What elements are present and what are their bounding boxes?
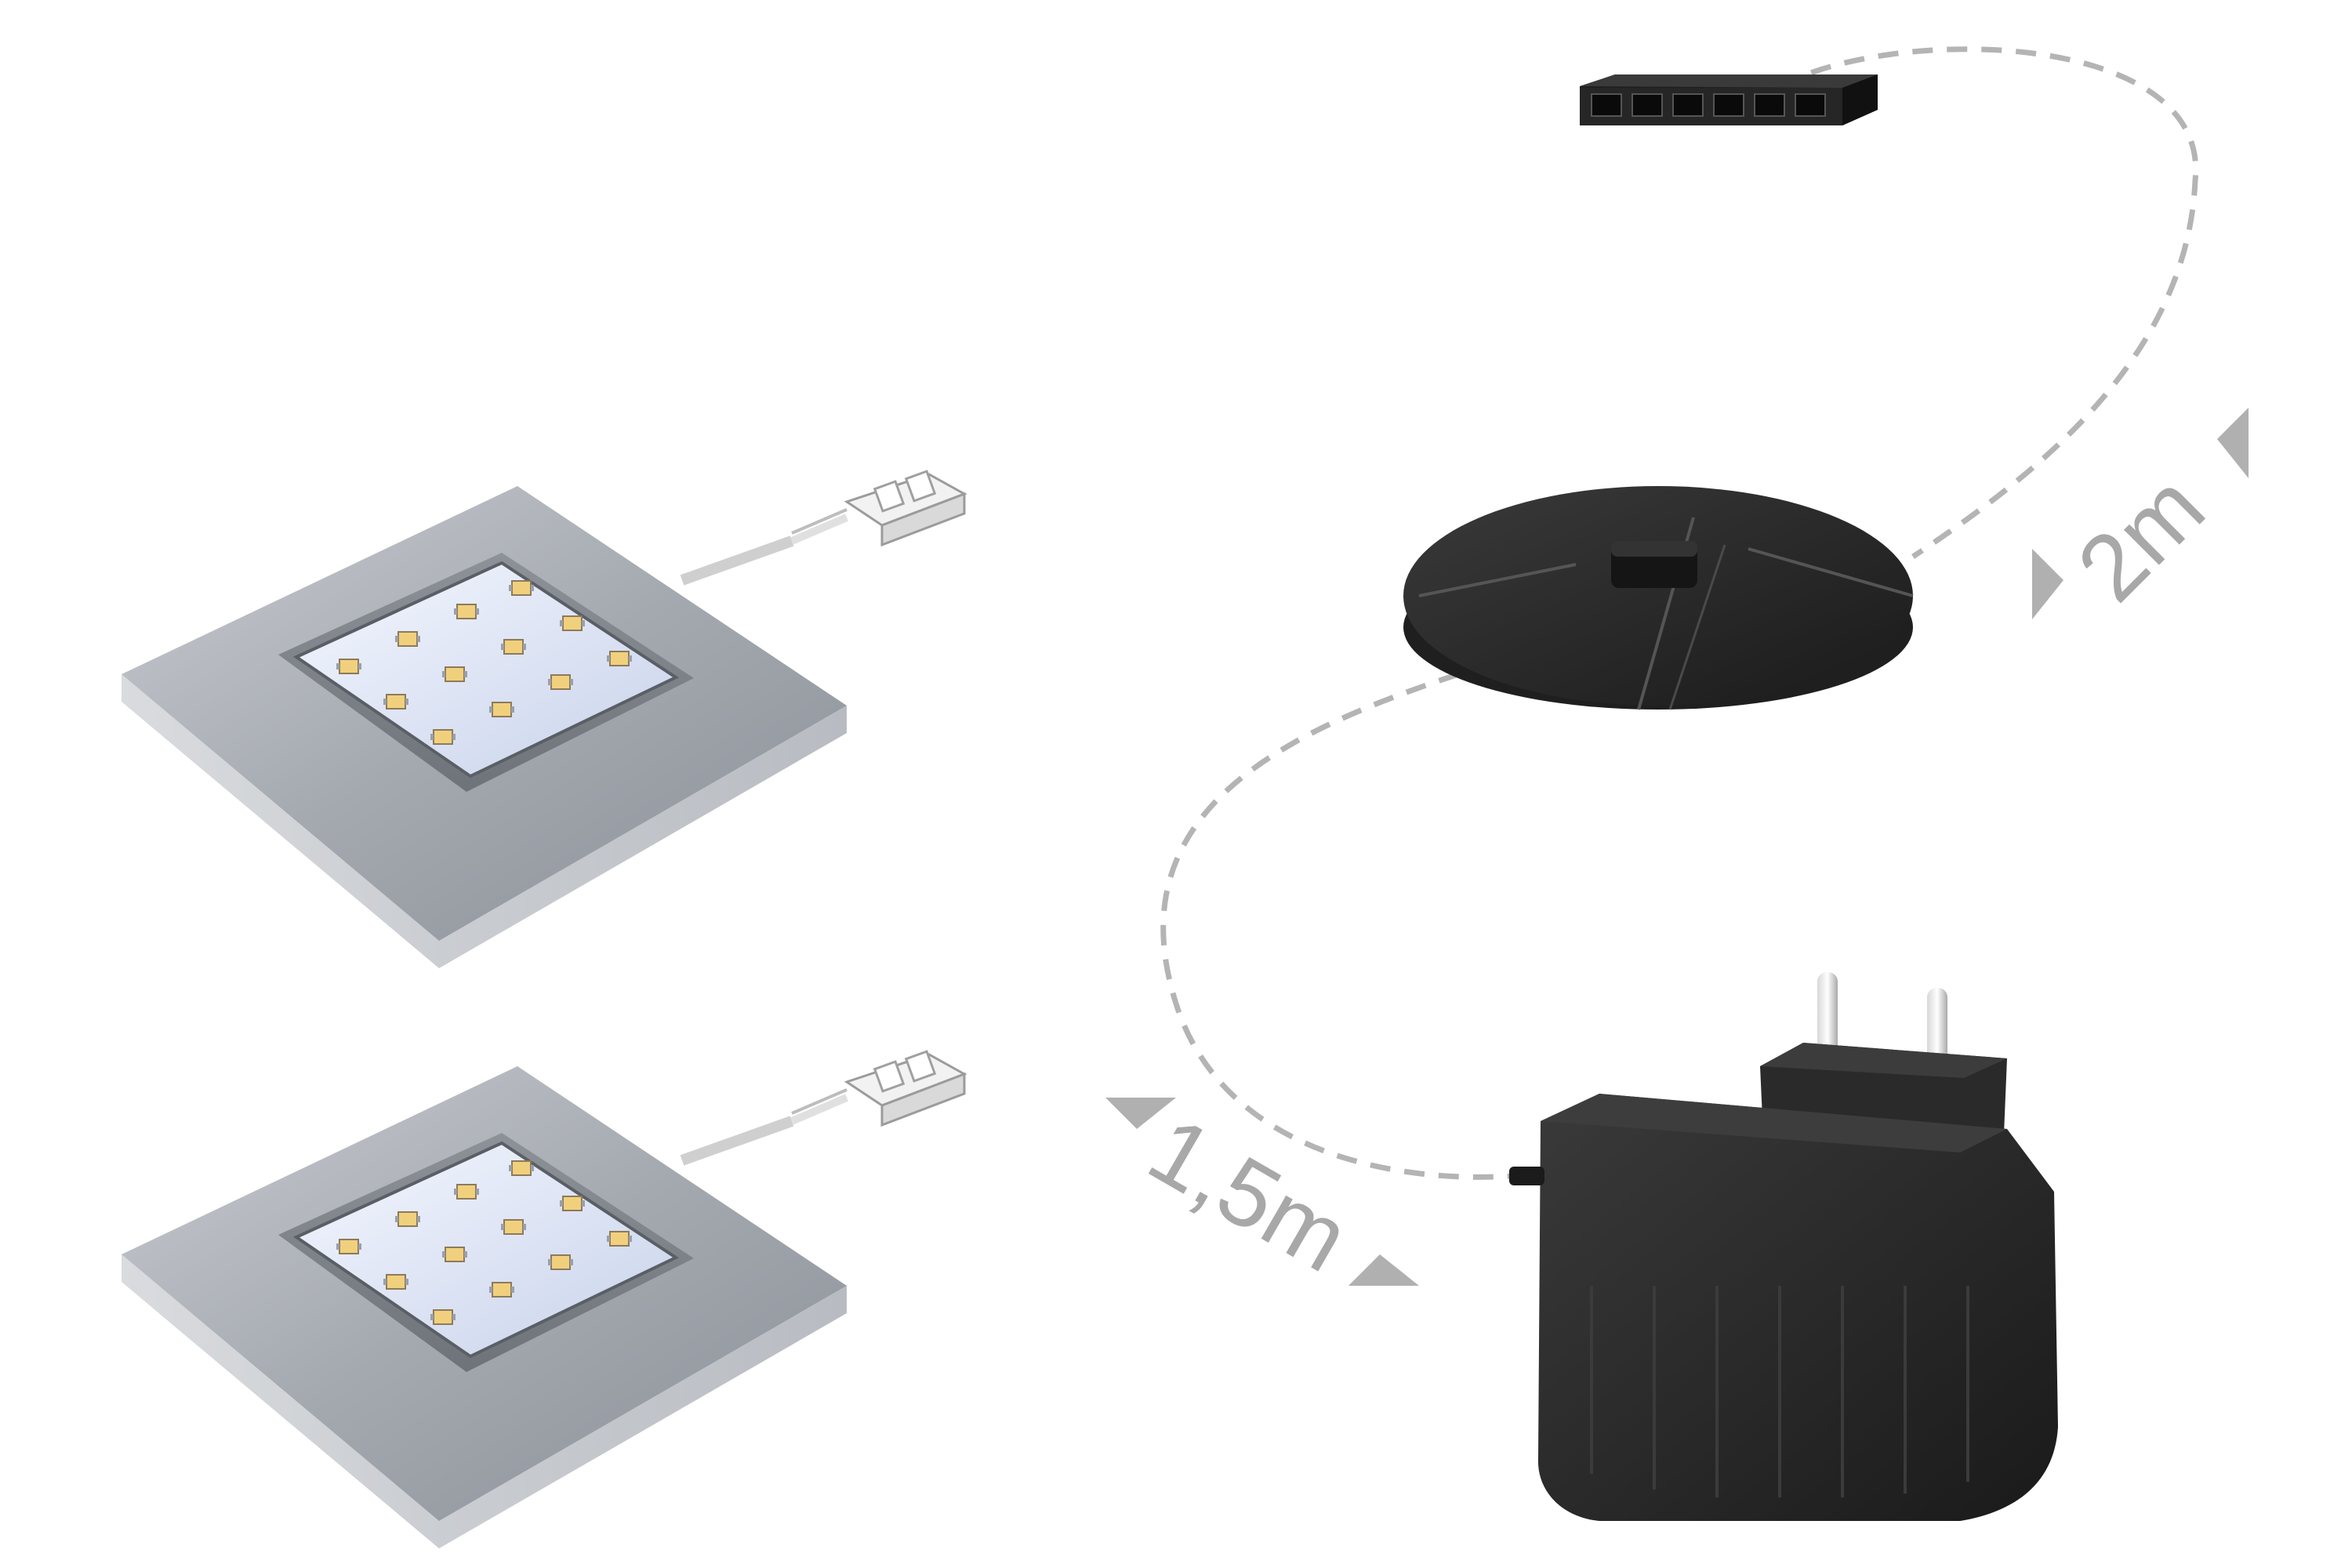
dc-cable-stub [1509,1167,1544,1185]
distributor-block [1580,74,1878,125]
cable-length-label-short: 2m [2057,454,2224,621]
fixture-frame-side [122,674,847,968]
power-supply [1509,972,2058,1521]
dashed-cable-lower [1160,671,1514,1180]
led-fixture-upper [122,470,967,968]
dimension-2m: 2m [2032,408,2249,621]
cable-length-label-long: 1,5m [1132,1097,1366,1292]
connector-plug-icon [844,1050,967,1127]
arrow-head-icon [1348,1254,1419,1286]
fixture-frame-side [122,1254,847,1548]
connector-plug-icon [844,470,967,547]
arrow-head-icon [2032,549,2063,619]
body-ridges [1590,1286,1969,1497]
sensor-switch [1403,486,1914,710]
fixture-cable [680,508,848,586]
distributor-port-row [1591,93,1826,117]
arrow-head-icon [2217,408,2249,478]
arrow-head-icon [1105,1098,1176,1129]
dimension-1-5m: 1,5m [1105,1097,1419,1292]
dashed-cable-upper [1778,46,2199,559]
led-fixture-lower [122,1050,967,1548]
fixture-cable [680,1088,848,1166]
